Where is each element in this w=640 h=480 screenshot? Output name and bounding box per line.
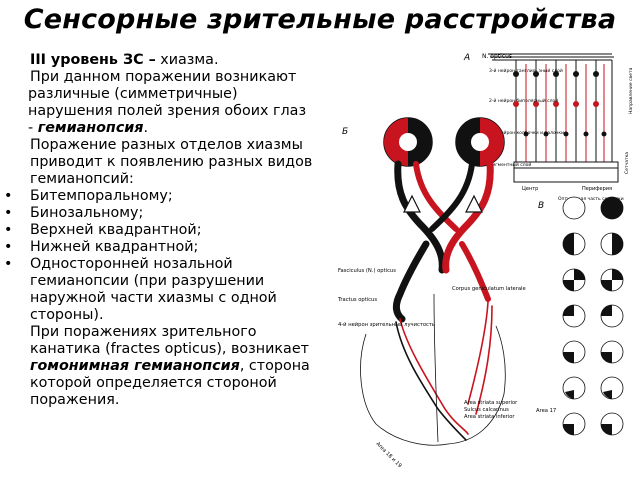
fasciculus-label: Fasciculus (N.) opticus (338, 268, 396, 274)
paragraph-1: При данном поражении возникают (30, 69, 297, 85)
brain-outline (360, 293, 506, 446)
paragraph-1b: различные (симметричные) нарушения полей… (8, 86, 314, 137)
paragraph-3: При поражениях зрительного канатика (fra… (8, 324, 314, 409)
vertical-label: Сетчатка (624, 152, 630, 174)
lesion-arrows (403, 194, 483, 213)
list-item: Бинозальному; (4, 205, 314, 222)
corpus-label: Corpus geniculatum laterale (452, 286, 526, 292)
field-defect (601, 352, 612, 363)
area17-label: Area 17 (536, 408, 556, 414)
level-label: III уровень ЗС – (30, 52, 156, 68)
field-defect (565, 390, 574, 399)
optic-part-label: Оптическая часть сетчатки (558, 196, 624, 202)
striata-label: Area striata inferior (464, 414, 515, 420)
area1819-label: Area 18 и 19 (375, 441, 403, 469)
optic-pathway (392, 160, 494, 441)
list-item: Односторонней нозальной гемианопсии (при… (4, 256, 314, 324)
field-defect (601, 197, 623, 219)
striata-label: Area striata superior (464, 400, 518, 406)
slide-text: III уровень ЗС – хиазма. При данном пора… (4, 52, 314, 409)
left-eye-field (562, 196, 586, 220)
visual-pathway-figure: А N. opticus 3-й нейрон ганглио- зный сл… (337, 53, 634, 469)
list-item: Битемпоральному; (4, 188, 314, 205)
neuron4-label: 4-й нейрон зрительный лучистость (338, 321, 435, 328)
retina-side-label: Центр (522, 186, 538, 192)
retina-diagram (488, 53, 619, 183)
paragraph-3b: , сторона которой определяется стороной … (30, 358, 310, 408)
field-defect (601, 305, 612, 316)
paragraph-1-end: . (143, 120, 149, 136)
neuron-dots (513, 71, 607, 137)
field-defect (601, 269, 623, 291)
vertical-label: Направление света (628, 67, 634, 114)
retina-label: 2-й нейрон биполярный слой (489, 97, 558, 104)
hemianopsia-list: Битемпоральному; Бинозальному; Верхней к… (4, 188, 314, 324)
retina-label: Пигментный слой (489, 161, 531, 168)
slide-title: Сенсорные зрительные расстройства (23, 4, 617, 35)
level-line: III уровень ЗС – хиазма. (8, 52, 314, 69)
label-v: В (538, 201, 544, 211)
field-defect (563, 269, 585, 291)
retina-label: 3-й нейрон ганглио- зный слой (489, 67, 563, 74)
label-b: Б (342, 127, 348, 137)
list-item: Верхней квадрантной; (4, 222, 314, 239)
level-rest: хиазма. (155, 52, 219, 68)
tractus-label: Tractus opticus (337, 297, 377, 303)
paragraph-3a: При поражениях зрительного канатика (fra… (30, 324, 309, 357)
term-homonymous: гомонимная гемианопсия (30, 358, 240, 374)
retina-label: 1-й нейрон колбочки и палочки (489, 129, 564, 136)
right-eye (455, 117, 505, 167)
paragraph-2: Поражение разных отделов хиазмы приводит… (30, 137, 313, 187)
visual-field-grid (562, 196, 624, 436)
retina-side-label: Периферия (582, 186, 612, 192)
list-item: Нижней квадрантной; (4, 239, 314, 256)
left-eye (383, 117, 433, 167)
field-defect (563, 424, 574, 435)
label-a: А (463, 53, 470, 63)
field-defect (603, 390, 612, 399)
field-defect (612, 233, 623, 255)
field-defect (601, 424, 612, 435)
field-defect (563, 305, 574, 316)
field-defect (563, 352, 574, 363)
field-defect (563, 233, 574, 255)
term-hemianopsia: гемианопсия (37, 120, 144, 136)
striata-label: Sulcus calcarinus (464, 407, 509, 413)
paragraph-1b-text: различные (симметричные) нарушения полей… (28, 86, 307, 136)
